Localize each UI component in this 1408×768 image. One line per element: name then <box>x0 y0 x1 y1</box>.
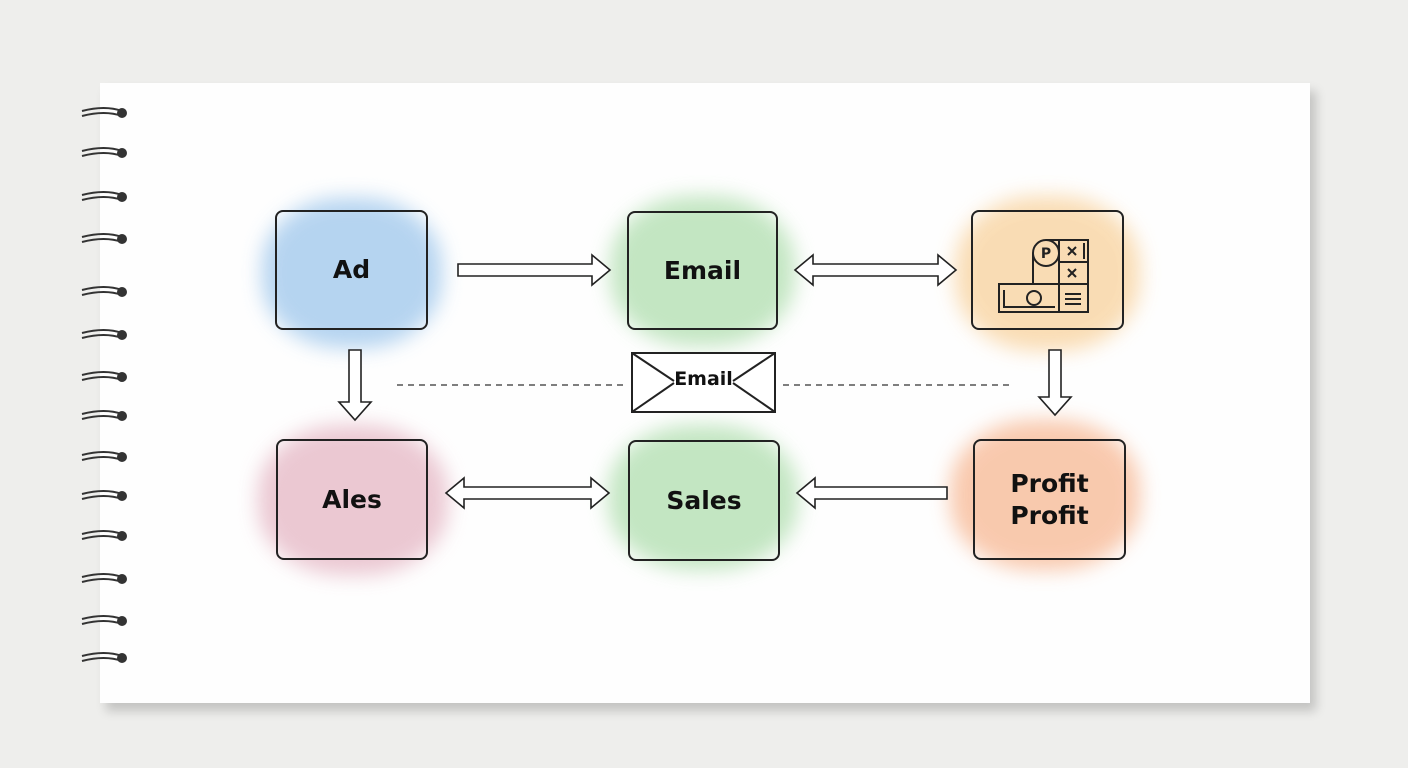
envelope-label: Email <box>674 368 733 390</box>
email-watercolor <box>610 196 795 346</box>
svg-text:P: P <box>1041 246 1051 262</box>
node-profit-label-2: Profit <box>1010 500 1089 530</box>
spiral-ring <box>80 189 130 203</box>
spiral-ring <box>80 369 130 383</box>
spiral-ring <box>80 105 130 119</box>
node-sales[interactable]: Sales <box>628 440 780 561</box>
payment-dashboard-icon: P <box>998 239 1089 313</box>
node-ales-label: Ales <box>322 484 382 514</box>
spiral-ring <box>80 528 130 542</box>
spiral-ring <box>80 408 130 422</box>
arrow-profit-to-sales <box>795 476 948 510</box>
arrow-ales-sales <box>444 476 611 510</box>
ad-watercolor <box>262 198 442 348</box>
node-email-label: Email <box>663 255 742 285</box>
arrow-ad-to-email <box>457 253 612 287</box>
node-profit-label-1: Profit <box>1010 469 1089 499</box>
ales-watercolor <box>258 425 448 575</box>
profit-watercolor <box>950 420 1140 570</box>
node-profit[interactable]: Profit Profit <box>973 439 1126 560</box>
spiral-ring <box>80 449 130 463</box>
arrow-ad-to-ales <box>337 349 373 422</box>
icon-watercolor <box>955 196 1140 351</box>
envelope-icon <box>631 352 776 413</box>
node-sales-label: Sales <box>666 485 742 515</box>
spiral-ring <box>80 231 130 245</box>
node-ales[interactable]: Ales <box>276 439 428 560</box>
spiral-ring <box>80 571 130 585</box>
spiral-ring <box>80 488 130 502</box>
arrow-email-payment <box>793 253 958 287</box>
node-ad-label: Ad <box>332 255 371 285</box>
sales-watercolor <box>608 425 798 570</box>
spiral-ring <box>80 327 130 341</box>
spiral-ring <box>80 613 130 627</box>
node-ad[interactable]: Ad <box>275 210 428 330</box>
arrow-payment-to-profit <box>1037 349 1073 417</box>
node-payment[interactable]: P <box>971 210 1124 330</box>
spiral-ring <box>80 284 130 298</box>
spiral-ring <box>80 145 130 159</box>
node-email[interactable]: Email <box>627 211 778 330</box>
spiral-ring <box>80 650 130 664</box>
